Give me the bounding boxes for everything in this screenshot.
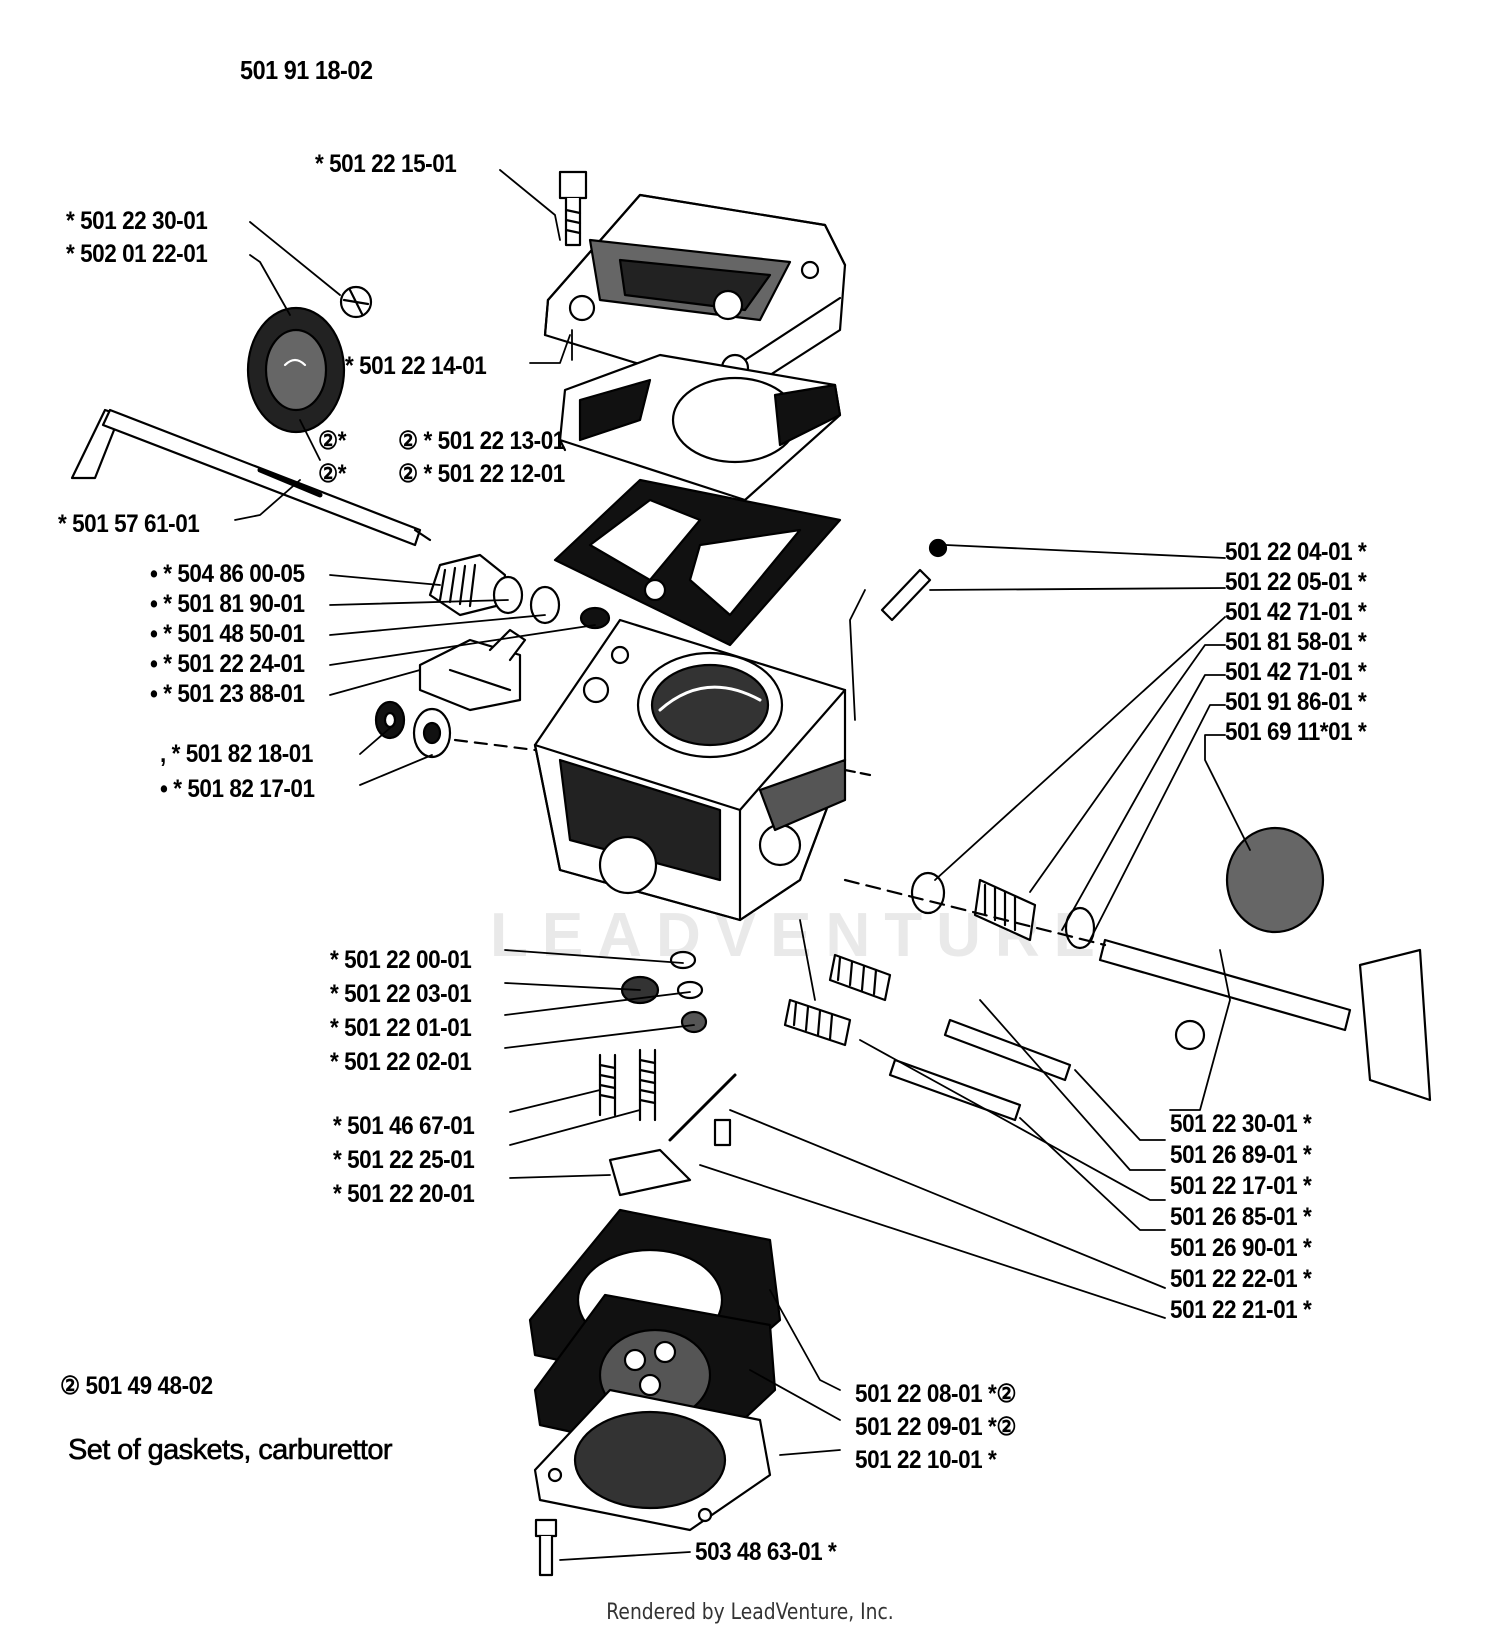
cover-screw-part bbox=[534, 1518, 558, 1577]
callout-label: 501 22 05-01 * bbox=[1225, 568, 1367, 596]
leader-lines-right bbox=[799, 544, 1251, 1231]
gasket-part bbox=[553, 478, 842, 647]
callout-label: 501 26 90-01 * bbox=[1170, 1234, 1312, 1262]
callout-label: 501 42 71-01 * bbox=[1225, 658, 1367, 686]
callout-label: 501 22 17-01 * bbox=[1170, 1172, 1312, 1200]
callout-label: • * 501 22 24-01 bbox=[150, 650, 305, 678]
callout-label: 501 26 89-01 * bbox=[1170, 1141, 1312, 1169]
small-screw-part bbox=[339, 285, 373, 319]
callout-label: * 501 57 61-01 bbox=[58, 510, 200, 538]
needle-ball-part bbox=[880, 538, 948, 622]
callout-label: 501 69 11*01 * bbox=[1225, 718, 1367, 746]
gasket-kit-description: Set of gaskets, carburettor bbox=[68, 1434, 393, 1466]
callout-label: , * 501 82 18-01 bbox=[160, 740, 313, 768]
callout-label: * 502 01 22-01 bbox=[66, 240, 208, 268]
callout-label: 501 42 71-01 * bbox=[1225, 598, 1367, 626]
callout-label: ②* bbox=[318, 427, 347, 455]
callout-label: • * 501 48 50-01 bbox=[150, 620, 305, 648]
callout-label: 501 26 85-01 * bbox=[1170, 1203, 1312, 1231]
callout-label: 501 91 86-01 * bbox=[1225, 688, 1367, 716]
callout-label: 501 22 21-01 * bbox=[1170, 1296, 1312, 1324]
callout-label: ② * 501 22 12-01 bbox=[398, 460, 565, 488]
callout-label: 503 48 63-01 * bbox=[695, 1538, 837, 1566]
screw-part bbox=[558, 170, 588, 247]
assembly-number: 501 91 18-02 bbox=[240, 55, 373, 85]
callout-label: * 501 22 00-01 bbox=[330, 946, 472, 974]
choke-plate-part bbox=[246, 306, 346, 434]
inlet-needle-part bbox=[598, 950, 737, 1197]
callout-label: ② * 501 22 13-01 bbox=[398, 427, 565, 455]
callout-label: 501 22 08-01 *② bbox=[855, 1380, 1017, 1408]
callout-label: 501 22 09-01 *② bbox=[855, 1413, 1017, 1441]
callout-label: * 501 22 01-01 bbox=[330, 1014, 472, 1042]
callout-label: * 501 22 03-01 bbox=[330, 980, 472, 1008]
choke-shaft-assembly-part bbox=[910, 826, 1432, 1102]
callout-label: * 501 22 25-01 bbox=[333, 1146, 475, 1174]
leader-lines bbox=[234, 169, 1166, 1561]
render-credit: Rendered by LeadVenture, Inc. bbox=[606, 1600, 894, 1625]
metering-cover-part bbox=[533, 1388, 772, 1532]
callout-label: 501 22 10-01 * bbox=[855, 1446, 997, 1474]
callout-label: 501 22 22-01 * bbox=[1170, 1265, 1312, 1293]
throttle-shaft-part bbox=[70, 408, 432, 547]
callout-label: * 501 46 67-01 bbox=[333, 1112, 475, 1140]
elbow-part bbox=[418, 628, 527, 712]
adjusting-screw-part bbox=[783, 953, 1072, 1122]
washer-part bbox=[374, 700, 452, 759]
callout-label: 501 22 30-01 * bbox=[1170, 1110, 1312, 1138]
pump-cover-part bbox=[543, 193, 847, 397]
gasket-kit-number: ② 501 49 48-02 bbox=[60, 1372, 213, 1400]
callout-label: • * 501 82 17-01 bbox=[160, 775, 315, 803]
callout-label: ②* bbox=[318, 460, 347, 488]
callout-label: * 501 22 30-01 bbox=[66, 207, 208, 235]
callout-label: 501 81 58-01 * bbox=[1225, 628, 1367, 656]
diaphragm-part bbox=[558, 353, 842, 502]
callout-label: * 501 22 14-01 bbox=[345, 352, 487, 380]
callout-label: * 501 22 15-01 bbox=[315, 150, 457, 178]
carburetor-body-part bbox=[533, 618, 847, 922]
callout-label: 501 22 04-01 * bbox=[1225, 538, 1367, 566]
callout-label: * 501 22 02-01 bbox=[330, 1048, 472, 1076]
callout-label: • * 501 81 90-01 bbox=[150, 590, 305, 618]
callout-label: • * 501 23 88-01 bbox=[150, 680, 305, 708]
callout-label: * 501 22 20-01 bbox=[333, 1180, 475, 1208]
callout-label: • * 504 86 00-05 bbox=[150, 560, 305, 588]
